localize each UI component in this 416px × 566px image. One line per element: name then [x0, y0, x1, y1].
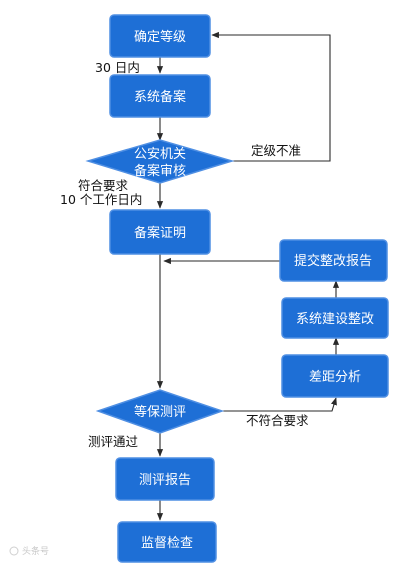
node-supervision-inspection: 监督检查	[117, 521, 217, 563]
label-meets-requirements: 符合要求	[78, 178, 129, 193]
node-system-rectification: 系统建设整改	[281, 297, 389, 339]
node-police-review-line1: 公安机关	[134, 147, 186, 162]
label-not-meet: 不符合要求	[246, 413, 309, 428]
node-level-evaluation: 等保测评	[95, 389, 225, 434]
node-filing-certificate-label: 备案证明	[134, 225, 186, 241]
node-submit-report-label: 提交整改报告	[294, 253, 372, 269]
label-thirty-days: 30 日内	[95, 60, 140, 75]
node-confirm-level-label: 确定等级	[134, 29, 186, 45]
node-level-evaluation-label: 等保测评	[134, 404, 186, 420]
watermark-icon	[9, 546, 19, 556]
node-evaluation-report: 测评报告	[115, 457, 215, 501]
node-system-rectification-label: 系统建设整改	[296, 312, 374, 327]
watermark-text: 头条号	[22, 545, 49, 557]
node-gap-analysis-label: 差距分析	[309, 370, 361, 385]
watermark: 头条号	[9, 545, 49, 557]
label-level-inaccurate: 定级不准	[251, 143, 301, 158]
node-supervision-inspection-label: 监督检查	[141, 536, 193, 551]
node-police-review: 公安机关 备案审核	[85, 139, 235, 184]
node-confirm-level: 确定等级	[109, 14, 211, 58]
node-system-filing-label: 系统备案	[134, 89, 186, 105]
label-evaluation-passed: 测评通过	[88, 434, 139, 449]
node-gap-analysis: 差距分析	[281, 354, 389, 398]
edges	[156, 31, 340, 521]
node-evaluation-report-label: 测评报告	[139, 473, 191, 488]
node-submit-report: 提交整改报告	[279, 239, 388, 282]
label-ten-workdays: 10 个工作日内	[60, 192, 142, 207]
node-system-filing: 系统备案	[109, 74, 211, 118]
node-police-review-line2: 备案审核	[134, 163, 186, 179]
edge-review-rejected-loop	[211, 31, 331, 162]
edge-evaluation-to-gap	[218, 397, 337, 412]
node-filing-certificate: 备案证明	[109, 209, 211, 255]
